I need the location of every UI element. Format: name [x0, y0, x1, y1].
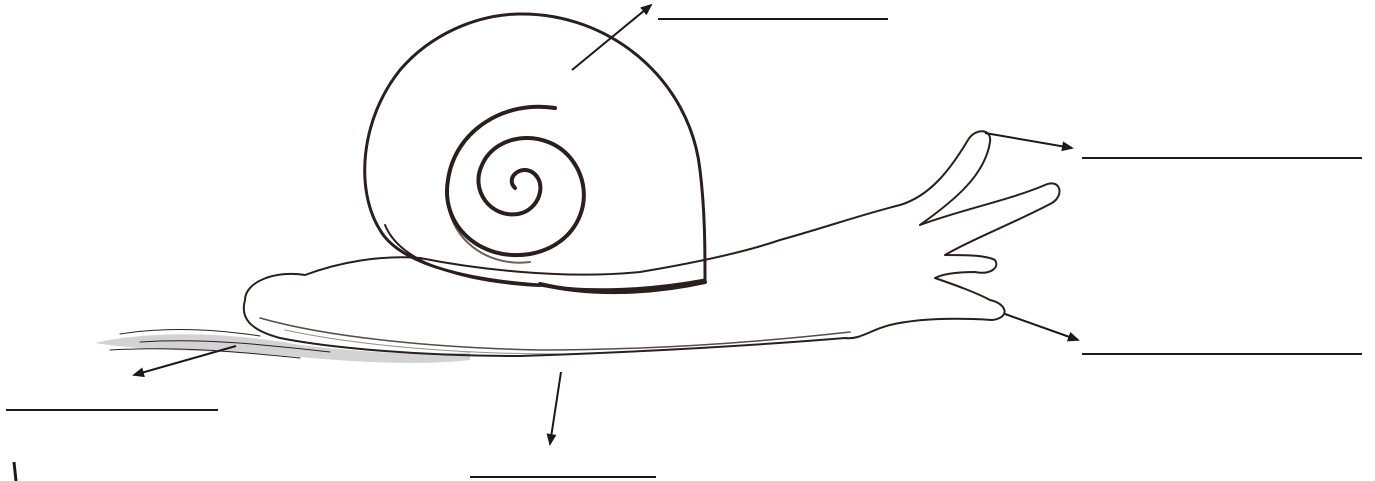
- shell: [365, 14, 705, 292]
- stray-mark: [14, 462, 16, 481]
- answer-blanks: [6, 19, 1362, 477]
- arrow-shell: [572, 5, 651, 70]
- slime-trail: [95, 330, 470, 363]
- pointer-arrows: [134, 5, 1078, 444]
- arrow-upper-tentacle: [985, 133, 1072, 148]
- arrow-foot: [550, 372, 561, 444]
- arrow-lower-tentacle: [1005, 314, 1078, 340]
